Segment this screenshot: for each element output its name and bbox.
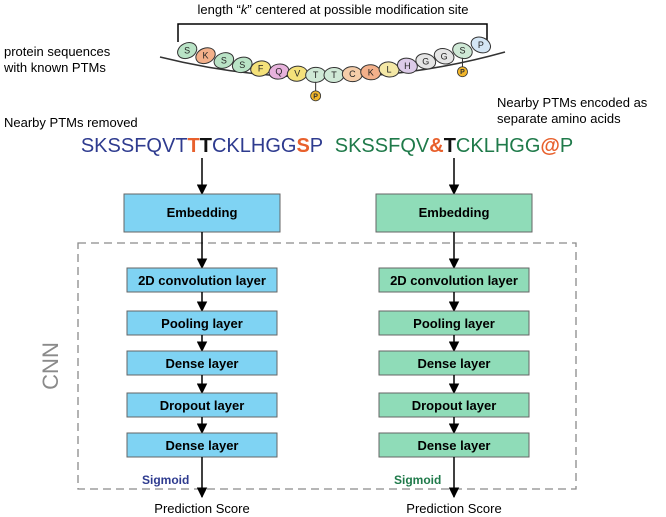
left-embedding-box: Embedding xyxy=(123,193,281,233)
right-layer-box: Pooling layer xyxy=(378,310,530,336)
ptm-phosphate-marker: P xyxy=(310,90,322,102)
sequence-segment: CKLHGG xyxy=(212,135,296,157)
right-prediction-score: Prediction Score xyxy=(406,501,501,516)
right-encoded-sequence: SKSSFQV&TCKLHGG@P xyxy=(335,135,573,157)
left-layer-box: 2D convolution layer xyxy=(126,267,278,293)
amino-acid-letter: T xyxy=(331,70,337,80)
left-layer-box: Dropout layer xyxy=(126,392,278,418)
amino-acid-letter: F xyxy=(258,64,264,74)
left-branch-title: Nearby PTMs removed xyxy=(4,115,138,130)
protein-label-line1: protein sequences xyxy=(4,44,111,59)
right-layer-label: Dense layer xyxy=(418,356,491,371)
right-branch-title-line1: Nearby PTMs encoded as xyxy=(497,95,648,110)
sequence-segment: T xyxy=(188,135,200,157)
sequence-segment: P xyxy=(310,135,323,157)
sequence-segment: & xyxy=(429,135,443,157)
sequence-segment: SKSSFQVT xyxy=(81,135,188,157)
right-layer-label: Pooling layer xyxy=(413,316,495,331)
right-embedding-box: Embedding xyxy=(375,193,533,233)
right-embedding-label: Embedding xyxy=(419,205,490,220)
amino-acid-letter: C xyxy=(349,69,356,79)
left-layer-label: Dense layer xyxy=(166,356,239,371)
length-bracket xyxy=(177,23,488,42)
amino-acid-bead: P xyxy=(470,36,491,54)
amino-acid-bead: K xyxy=(360,64,382,81)
amino-acid-bead: L xyxy=(378,61,400,78)
left-embedding-label: Embedding xyxy=(167,205,238,220)
left-layer-box: Dense layer xyxy=(126,432,278,458)
amino-acid-bead: S xyxy=(231,56,253,74)
amino-acid-letter: V xyxy=(294,69,300,79)
ptm-marker-letter: P xyxy=(313,93,318,100)
amino-acid-letter: H xyxy=(404,61,411,71)
sequence-segment: T xyxy=(200,135,212,157)
left-encoded-sequence: SKSSFQVTTTCKLHGGSP xyxy=(81,135,323,157)
right-layer-box: 2D convolution layer xyxy=(378,267,530,293)
amino-acid-bead: F xyxy=(250,60,271,77)
amino-acid-letter: Q xyxy=(275,67,282,77)
cnn-label: CNN xyxy=(38,342,63,390)
amino-acid-letter: S xyxy=(184,46,190,56)
sequence-segment: T xyxy=(444,135,456,157)
ptm-marker-letter: P xyxy=(460,69,465,76)
amino-acid-letter: K xyxy=(368,67,374,77)
left-sigmoid-label: Sigmoid xyxy=(142,473,189,487)
right-layer-box: Dropout layer xyxy=(378,392,530,418)
left-layer-box: Pooling layer xyxy=(126,310,278,336)
amino-acid-bead: T xyxy=(323,66,345,84)
amino-acid-bead: H xyxy=(396,57,418,74)
cnn-region-border xyxy=(77,242,577,490)
sequence-segment: P xyxy=(560,135,573,157)
amino-acid-bead: TP xyxy=(305,66,327,102)
right-layer-label: Dropout layer xyxy=(412,398,497,413)
amino-acid-bead: V xyxy=(286,65,308,82)
amino-acid-letter: L xyxy=(387,64,392,74)
left-layer-box: Dense layer xyxy=(126,350,278,376)
sequence-segment: SKSSFQV xyxy=(335,135,430,157)
amino-acid-bead: G xyxy=(433,48,455,65)
amino-acid-letter: G xyxy=(441,51,448,61)
right-layer-box: Dense layer xyxy=(378,432,530,458)
amino-acid-bead: Q xyxy=(268,63,290,80)
right-layer-label: 2D convolution layer xyxy=(390,273,518,288)
right-layer-label: Dense layer xyxy=(418,438,491,453)
amino-acid-letter: G xyxy=(422,56,429,66)
ptm-phosphate-marker: P xyxy=(457,66,468,78)
left-layer-label: Dense layer xyxy=(166,438,239,453)
left-layer-label: Dropout layer xyxy=(160,398,245,413)
sequence-segment: CKLHGG xyxy=(456,135,540,157)
right-branch-title-line2: separate amino acids xyxy=(497,111,621,126)
protein-label-line2: with known PTMs xyxy=(3,60,106,75)
amino-acid-letter: S xyxy=(239,60,245,70)
left-layer-label: 2D convolution layer xyxy=(138,273,266,288)
amino-acid-bead: C xyxy=(341,66,363,83)
amino-acid-bead: S xyxy=(213,52,235,69)
left-prediction-score: Prediction Score xyxy=(154,501,249,516)
amino-acid-letter: S xyxy=(221,55,227,65)
length-label: length “k” centered at possible modifica… xyxy=(198,2,469,17)
amino-acid-bead: SP xyxy=(452,42,473,78)
left-layer-label: Pooling layer xyxy=(161,316,243,331)
amino-acid-letter: K xyxy=(203,51,209,61)
amino-acid-bead: G xyxy=(415,53,437,70)
sequence-segment: @ xyxy=(540,135,560,157)
sequence-segment: S xyxy=(296,135,309,157)
amino-acid-letter: P xyxy=(478,40,484,50)
amino-acid-letter: T xyxy=(313,70,319,80)
right-layer-box: Dense layer xyxy=(378,350,530,376)
amino-acid-bead: K xyxy=(195,47,216,65)
amino-acid-bead: S xyxy=(177,42,198,60)
right-sigmoid-label: Sigmoid xyxy=(394,473,441,487)
amino-acid-letter: S xyxy=(459,46,465,56)
